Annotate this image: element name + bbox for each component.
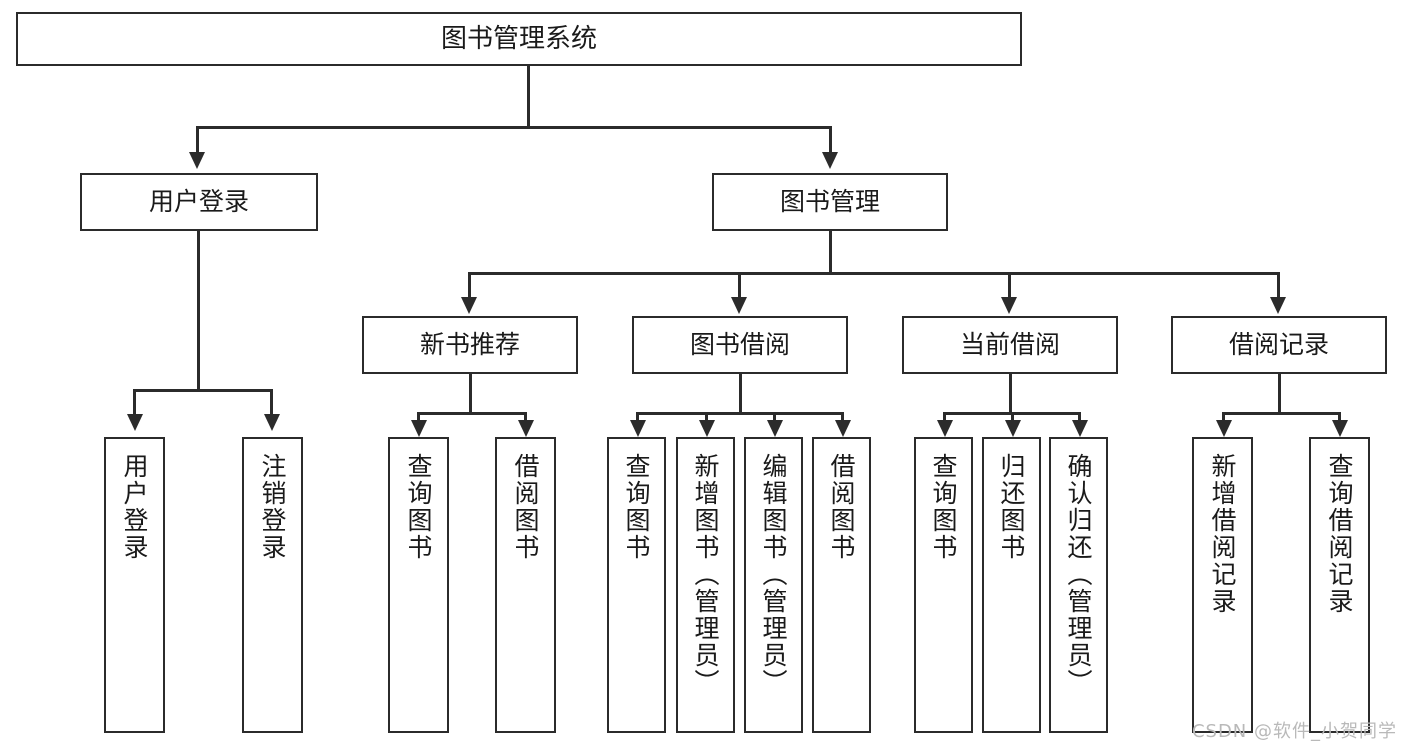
leaf-borrow-book-recommend[interactable]: 借阅图书 <box>495 437 556 733</box>
leaf-borrow-book[interactable]: 借阅图书 <box>812 437 871 733</box>
arrow-to-leaf-add-record <box>1216 420 1232 437</box>
arrow-to-user-login <box>189 152 205 169</box>
leaf-query-borrow-record[interactable]: 查询借阅记录 <box>1309 437 1370 733</box>
edge-to-new-book <box>468 272 471 298</box>
arrow-to-leaf-query-book-a <box>411 420 427 437</box>
node-borrow-record[interactable]: 借阅记录 <box>1171 316 1387 374</box>
leaf-edit-book-admin[interactable]: 编辑图书（管理员） <box>744 437 803 733</box>
edge-root-bar <box>196 126 832 129</box>
node-label: 当前借阅 <box>959 330 1060 360</box>
node-book-manage[interactable]: 图书管理 <box>712 173 948 231</box>
arrow-to-leaf-query-book-b <box>630 420 646 437</box>
edge-new-book-stem <box>469 374 472 414</box>
arrow-to-leaf-borrow-book-a <box>518 420 534 437</box>
arrow-to-leaf-confirm-return <box>1072 420 1088 437</box>
edge-book-borrow-to-leaf-1 <box>705 412 708 424</box>
arrow-to-book-borrow <box>731 297 747 314</box>
node-label: 新书推荐 <box>419 330 520 360</box>
edge-current-borrow-to-leaf-0 <box>943 412 946 424</box>
node-label: 借阅图书 <box>827 453 856 561</box>
node-label: 用户登录 <box>148 187 249 217</box>
edge-book-borrow-bar <box>636 412 844 415</box>
leaf-logout[interactable]: 注销登录 <box>242 437 303 733</box>
arrow-to-borrow-record <box>1270 297 1286 314</box>
edge-book-borrow-to-leaf-2 <box>773 412 776 424</box>
edge-book-borrow-to-leaf-3 <box>841 412 844 424</box>
leaf-add-borrow-record[interactable]: 新增借阅记录 <box>1192 437 1253 733</box>
arrow-to-new-book <box>461 297 477 314</box>
node-label: 查询图书 <box>404 453 433 561</box>
node-label: 图书借阅 <box>689 330 790 360</box>
edge-root-to-user-login <box>196 126 199 153</box>
edge-to-current-borrow <box>1008 272 1011 298</box>
node-label: 图书管理系统 <box>440 23 597 54</box>
node-label: 借阅图书 <box>511 453 540 561</box>
leaf-query-book-recommend[interactable]: 查询图书 <box>388 437 449 733</box>
leaf-user-login[interactable]: 用户登录 <box>104 437 165 733</box>
arrow-to-leaf-query-book-c <box>937 420 953 437</box>
node-label: 图书管理 <box>779 187 880 217</box>
arrow-to-leaf-query-record <box>1332 420 1348 437</box>
node-label: 新增图书（管理员） <box>691 453 720 696</box>
leaf-query-book-borrow[interactable]: 查询图书 <box>607 437 666 733</box>
node-root-system[interactable]: 图书管理系统 <box>16 12 1022 66</box>
node-label: 借阅记录 <box>1228 330 1329 360</box>
node-book-borrow[interactable]: 图书借阅 <box>632 316 848 374</box>
arrow-to-leaf-logout <box>264 414 280 431</box>
arrow-to-book-manage <box>822 152 838 169</box>
node-label: 注销登录 <box>258 453 287 561</box>
edge-to-borrow-record <box>1277 272 1280 298</box>
edge-borrow-record-to-leaf-1 <box>1338 412 1341 424</box>
node-label: 用户登录 <box>120 453 149 561</box>
edge-book-borrow-stem <box>739 374 742 414</box>
node-label: 查询图书 <box>622 453 651 561</box>
edge-current-borrow-to-leaf-1 <box>1011 412 1014 424</box>
node-label: 新增借阅记录 <box>1208 453 1237 615</box>
node-current-borrow[interactable]: 当前借阅 <box>902 316 1118 374</box>
edge-current-borrow-stem <box>1009 374 1012 414</box>
node-user-login[interactable]: 用户登录 <box>80 173 318 231</box>
arrow-to-current-borrow <box>1001 297 1017 314</box>
edge-to-book-borrow <box>738 272 741 298</box>
node-label: 编辑图书（管理员） <box>759 453 788 696</box>
edge-borrow-record-to-leaf-0 <box>1222 412 1225 424</box>
node-label: 确认归还（管理员） <box>1064 453 1093 696</box>
leaf-return-book[interactable]: 归还图书 <box>982 437 1041 733</box>
node-new-book-recommend[interactable]: 新书推荐 <box>362 316 578 374</box>
edge-root-stem <box>527 66 530 128</box>
node-label: 查询借阅记录 <box>1325 453 1354 615</box>
edge-user-login-stem <box>197 231 200 391</box>
edge-user-login-bar <box>133 389 273 392</box>
edge-user-login-to-leaf-0 <box>133 389 136 415</box>
node-label: 归还图书 <box>997 453 1026 561</box>
arrow-to-leaf-borrow-book-b <box>835 420 851 437</box>
arrow-to-leaf-user-login <box>127 414 143 431</box>
edge-borrow-record-stem <box>1278 374 1281 414</box>
edge-new-book-bar <box>417 412 527 415</box>
edge-root-to-book-manage <box>829 126 832 153</box>
leaf-query-book-current[interactable]: 查询图书 <box>914 437 973 733</box>
arrow-to-leaf-add-book <box>699 420 715 437</box>
edge-current-borrow-to-leaf-2 <box>1078 412 1081 424</box>
edge-book-manage-bar <box>468 272 1280 275</box>
edge-new-book-to-leaf-1 <box>524 412 527 424</box>
edge-book-manage-stem <box>829 231 832 274</box>
edge-new-book-to-leaf-0 <box>417 412 420 424</box>
node-label: 查询图书 <box>929 453 958 561</box>
edge-book-borrow-to-leaf-0 <box>636 412 639 424</box>
leaf-add-book-admin[interactable]: 新增图书（管理员） <box>676 437 735 733</box>
edge-user-login-to-leaf-1 <box>270 389 273 415</box>
edge-borrow-record-bar <box>1222 412 1340 415</box>
arrow-to-leaf-edit-book <box>767 420 783 437</box>
leaf-confirm-return-admin[interactable]: 确认归还（管理员） <box>1049 437 1108 733</box>
arrow-to-leaf-return-book <box>1005 420 1021 437</box>
